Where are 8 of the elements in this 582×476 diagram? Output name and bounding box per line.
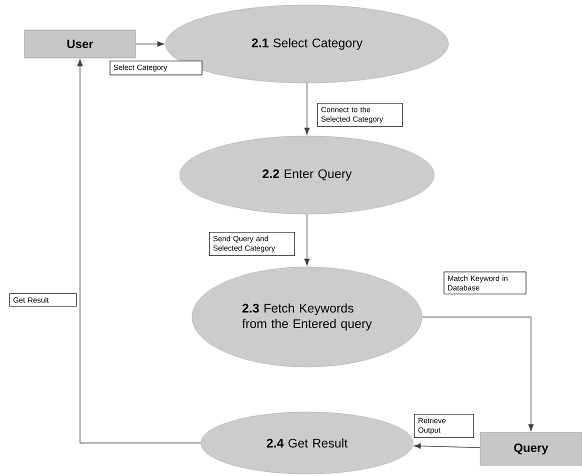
arrow bbox=[414, 443, 480, 449]
arrow bbox=[304, 214, 310, 266]
entity-box: Query bbox=[480, 432, 582, 466]
arrow bbox=[135, 41, 164, 47]
arrow bbox=[304, 82, 310, 135]
entity-box: User bbox=[24, 30, 136, 58]
arrow bbox=[77, 59, 202, 444]
arrow bbox=[422, 316, 534, 432]
